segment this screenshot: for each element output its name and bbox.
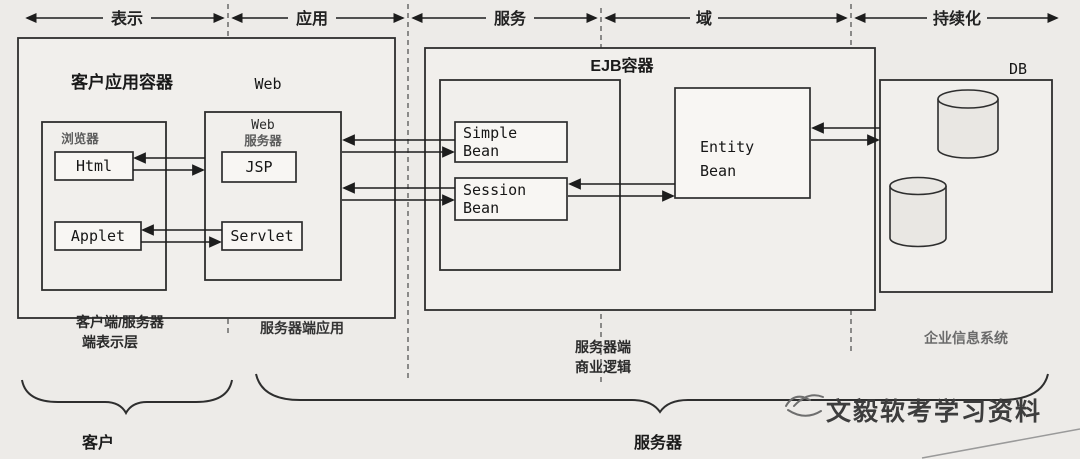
dove-icon <box>785 394 824 417</box>
simple-bean-label-line2: Bean <box>463 142 499 160</box>
jsp-label: JSP <box>245 158 272 176</box>
entity-bean-label-line1: Entity <box>700 138 754 156</box>
watermark-text: 文毅软考学习资料 <box>826 397 1042 426</box>
servlet-label: Servlet <box>230 227 293 245</box>
layer-label-domain: 域 <box>696 9 712 28</box>
layer-dimension-row: 表示 应用 服务 域 持续化 <box>25 9 1059 28</box>
database-cylinder-1 <box>937 89 999 159</box>
server-app-caption: 服务器端应用 <box>260 320 344 336</box>
simple-bean-box: Simple Bean <box>454 121 568 163</box>
session-bean-label-line1: Session <box>463 181 526 199</box>
client-app-container: 客户应用容器 Web 浏览器 Html Applet Web 服务器 JSP <box>17 37 396 319</box>
simple-bean-label-line1: Simple <box>463 124 517 142</box>
servlet-box: Servlet <box>221 221 303 251</box>
session-bean-label-line2: Bean <box>463 199 499 217</box>
web-server-box: Web 服务器 JSP Servlet <box>204 111 342 281</box>
html-label: Html <box>76 157 112 175</box>
web-tier-label: Web <box>254 75 281 93</box>
client-tier-caption-line1: 客户端/服务器 <box>75 314 165 330</box>
dimension-presentation: 表示 <box>25 9 225 28</box>
server-logic-caption-line1: 服务器端 <box>575 339 631 355</box>
ejb-container: EJB容器 Simple Bean Session Bean Entity Be… <box>424 47 876 311</box>
client-brace: 客户 <box>21 379 233 452</box>
applet-label: Applet <box>71 227 125 245</box>
server-brace: 服务器 <box>255 373 1049 452</box>
db-box: DB <box>879 60 1053 293</box>
server-brace-label: 服务器 <box>634 433 683 452</box>
client-brace-label: 客户 <box>82 433 114 452</box>
layer-label-persistence: 持续化 <box>933 9 981 28</box>
watermark-diagonal-line <box>921 428 1080 459</box>
dimension-application: 应用 <box>231 9 405 28</box>
web-server-label-line1: Web <box>251 118 275 133</box>
web-server-label-line2: 服务器 <box>244 133 282 148</box>
entity-bean-box: Entity Bean <box>674 87 811 199</box>
browser-label: 浏览器 <box>61 131 99 146</box>
layer-label-application: 应用 <box>296 9 328 28</box>
layer-label-presentation: 表示 <box>110 9 143 28</box>
dimension-domain: 域 <box>604 9 848 28</box>
client-app-container-label: 客户应用容器 <box>70 72 174 92</box>
dimension-service: 服务 <box>411 9 598 28</box>
html-box: Html <box>54 151 134 181</box>
watermark: 文毅软考学习资料 <box>785 394 1080 459</box>
ejb-container-label: EJB容器 <box>590 56 654 75</box>
client-tier-caption-line2: 端表示层 <box>82 334 138 350</box>
browser-box: 浏览器 Html Applet <box>41 121 167 291</box>
dimension-persistence: 持续化 <box>854 9 1059 28</box>
tier-captions: 客户端/服务器 端表示层 服务器端应用 服务器端 商业逻辑 企业信息系统 <box>75 314 1008 375</box>
applet-box: Applet <box>54 221 142 251</box>
database-cylinder-2 <box>889 176 947 248</box>
layer-label-service: 服务 <box>494 9 527 28</box>
server-logic-caption-line2: 商业逻辑 <box>575 359 631 375</box>
connectors <box>133 122 880 248</box>
db-label: DB <box>1009 60 1027 78</box>
entity-bean-label-line2: Bean <box>700 162 736 180</box>
jsp-box: JSP <box>221 151 297 183</box>
eis-caption: 企业信息系统 <box>923 330 1008 346</box>
session-beans-box <box>439 79 621 271</box>
session-bean-box: Session Bean <box>454 177 568 221</box>
